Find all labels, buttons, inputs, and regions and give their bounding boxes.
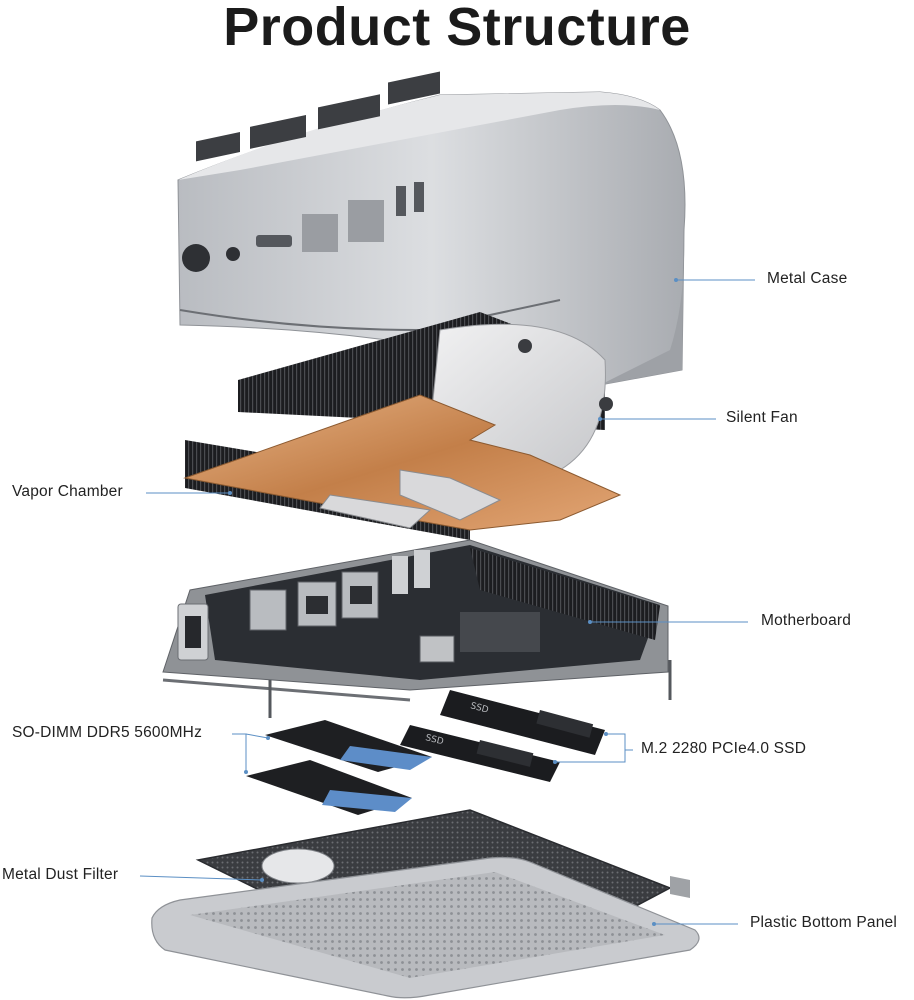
svg-text:SSD: SSD (424, 733, 444, 747)
label-vapor-chamber: Vapor Chamber (12, 483, 123, 500)
label-bottom-panel: Plastic Bottom Panel (750, 914, 898, 931)
motherboard (162, 539, 672, 718)
label-motherboard: Motherboard (761, 612, 852, 629)
page-title: Product Structure (223, 0, 691, 57)
leader-ram (232, 733, 247, 772)
ssd-modules: SSD SSD (400, 690, 605, 782)
label-ssd: M.2 2280 PCIe4.0 SSD (641, 740, 807, 757)
leader-lines (139, 279, 755, 925)
svg-text:SSD: SSD (469, 701, 489, 715)
plastic-bottom-panel (151, 856, 700, 999)
leader-dust-filter (139, 875, 263, 881)
label-ram: SO-DIMM DDR5 5600MHz (12, 724, 203, 741)
leader-ram-branch (245, 733, 269, 739)
metal-case (177, 71, 686, 386)
leader-ssd (555, 733, 626, 763)
label-dust-filter: Metal Dust Filter (2, 866, 119, 883)
vapor-chamber (183, 394, 622, 540)
leader-dots (228, 278, 678, 926)
label-metal-case: Metal Case (767, 270, 848, 287)
ram-modules (246, 720, 432, 815)
label-silent-fan: Silent Fan (726, 409, 798, 426)
